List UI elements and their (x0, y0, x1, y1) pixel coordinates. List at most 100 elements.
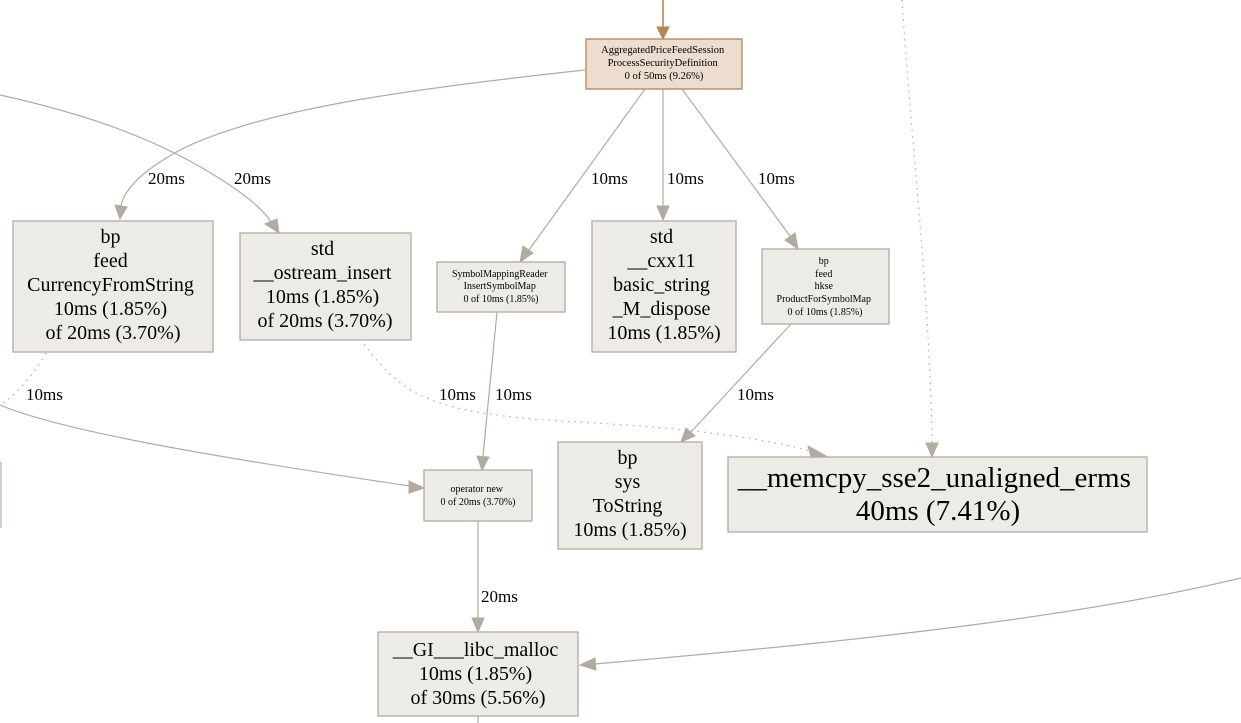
edge-aggregated-symbolmap (528, 88, 646, 251)
edge-label-aggregated-product: 10ms (758, 169, 795, 188)
edge-top-memcpy (901, 0, 933, 444)
node-memcpy-box (727, 456, 1148, 533)
edge-left-ostream (0, 94, 272, 223)
edge-ostream-memcpy (363, 343, 811, 452)
node-label-line: ToString (593, 495, 663, 517)
node-label-line: InsertSymbolMap (464, 281, 536, 292)
edge-label-symbolmap-opnew: 10ms (495, 385, 532, 404)
node-aggregated-box (585, 38, 743, 90)
svg-text:bp feed hkse: bp feed hkse ProductForSymbolMap 0 of 10… (777, 256, 874, 318)
arrowhead (114, 204, 128, 221)
node-tostring[interactable]: bp sys ToString 10ms (1.85%) (557, 441, 703, 550)
node-symbolmap[interactable]: SymbolMappingReader InsertSymbolMap 0 of… (436, 261, 566, 313)
edge-label-left-ostream: 20ms (234, 169, 271, 188)
edge-aggregated-product (681, 88, 791, 237)
node-label-line: feed (815, 269, 832, 280)
node-tostring-box (557, 441, 703, 550)
node-malloc[interactable]: __GI___libc_malloc 10ms (1.85%) of 30ms … (377, 631, 579, 717)
edge-label-aggregated-symbolmap: 10ms (591, 169, 628, 188)
node-label-line: of 20ms (3.70%) (258, 310, 393, 332)
edge-right-malloc (593, 577, 1241, 665)
edge-label-currency-out: 10ms (26, 385, 63, 404)
node-label-line: bp (618, 447, 638, 469)
arrowhead (784, 232, 799, 251)
node-currency[interactable]: bp feed CurrencyFromString 10ms (1.85%) … (12, 220, 214, 353)
node-label-line: 10ms (1.85%) (419, 663, 532, 685)
node-label-line: 10ms (1.85%) (573, 519, 686, 541)
node-label-line: 10ms (1.85%) (54, 298, 167, 320)
svg-text:bp sys ToString: bp sys ToString 10ms (1.85%) (573, 447, 686, 541)
node-cxx11[interactable]: std __cxx11 basic_string _M_dispose 10ms… (591, 220, 737, 353)
svg-text:bp feed CurrencyFr: bp feed CurrencyFromString 10ms (1.85%) … (27, 226, 199, 344)
arrowhead (656, 205, 670, 222)
node-label-line: CurrencyFromString (27, 274, 194, 296)
node-opnew-box (423, 469, 533, 522)
arrowhead (925, 442, 939, 459)
node-label-line: SymbolMappingReader (452, 269, 548, 280)
node-label-line: hkse (815, 281, 834, 292)
edge-symbolmap-opnew (482, 311, 498, 457)
node-label-line: __ostream_insert (253, 262, 392, 284)
edge-currency-out (0, 352, 47, 406)
node-label-line: basic_string (613, 274, 710, 296)
node-label-line: bp (819, 256, 829, 267)
svg-text:operator new 0 of 20ms (: operator new 0 of 20ms (3.70%) (441, 484, 516, 508)
node-product-box (761, 248, 890, 325)
node-label-line: feed (93, 250, 127, 272)
node-label-line: 0 of 20ms (3.70%) (441, 497, 516, 508)
node-ostream[interactable]: std __ostream_insert 10ms (1.85%) of 20m… (239, 232, 412, 341)
svg-text:SymbolMappingReader Inse: SymbolMappingReader InsertSymbolMap 0 of… (452, 269, 550, 305)
node-label-line: __cxx11 (626, 250, 695, 272)
node-label-line: __GI___libc_malloc (392, 639, 559, 661)
edge-label-aggregated-currency: 20ms (148, 169, 185, 188)
node-label-line: _M_dispose (612, 298, 711, 320)
node-aggregated[interactable]: AggregatedPriceFeedSession ProcessSecuri… (585, 38, 743, 90)
edge-left-opnew (0, 404, 411, 487)
arrowhead (408, 480, 426, 494)
svg-text:std __cxx11 basic_: std __cxx11 basic_string _M_dispose 10ms… (607, 226, 720, 344)
edge-aggregated-currency (120, 69, 586, 207)
svg-text:std __ostream_insert: std __ostream_insert 10ms (1.85%) of 20m… (253, 238, 397, 332)
node-label-line: 0 of 50ms (9.26%) (625, 71, 704, 82)
node-label-line: 40ms (7.41%) (856, 495, 1020, 527)
edge-label-aggregated-cxx11: 10ms (667, 169, 704, 188)
node-currency-box (12, 220, 214, 353)
node-label-line: sys (615, 471, 641, 493)
edge-label-product-tostring: 10ms (737, 385, 774, 404)
node-malloc-box (377, 631, 579, 717)
edge-label-opnew-malloc: 20ms (481, 587, 518, 606)
svg-text:__GI___libc_malloc 10ms: __GI___libc_malloc 10ms (1.85%) of 30ms … (392, 639, 564, 709)
node-ostream-box (239, 232, 412, 341)
edge-product-tostring (690, 323, 792, 433)
arrowhead (807, 444, 828, 458)
node-label-line: 10ms (1.85%) (266, 286, 379, 308)
node-label-line: __memcpy_sse2_unaligned_erms (737, 462, 1131, 494)
node-memcpy[interactable]: __memcpy_sse2_unaligned_erms 40ms (7.41%… (727, 456, 1148, 533)
arrowhead (578, 657, 597, 671)
node-label-line: 0 of 10ms (1.85%) (464, 294, 539, 305)
node-label-line: operator new (451, 484, 504, 495)
arrowhead (263, 218, 280, 235)
edge-labels: 20ms 20ms 10ms 10ms 10ms 10ms 10ms 10ms … (26, 169, 795, 606)
arrowhead (519, 245, 534, 264)
svg-text:__memcpy_sse2_unaligned_erms: __memcpy_sse2_unaligned_erms 40ms (7.41%… (737, 462, 1138, 527)
arrowhead (476, 455, 490, 472)
node-label-line: std (311, 238, 334, 260)
node-opnew[interactable]: operator new 0 of 20ms (3.70%) (423, 469, 533, 522)
node-label-line: 0 of 10ms (1.85%) (788, 307, 863, 318)
node-label-line: of 20ms (3.70%) (46, 322, 181, 344)
node-label-line: AggregatedPriceFeedSession (601, 45, 725, 56)
arrowhead (680, 427, 696, 443)
edge-label-ostream-memcpy: 10ms (439, 385, 476, 404)
node-label-line: bp (101, 226, 121, 248)
node-label-line: of 30ms (5.56%) (411, 687, 546, 709)
svg-text:AggregatedPriceFeedSession: AggregatedPriceFeedSession ProcessSecuri… (601, 45, 727, 82)
arrowhead (656, 26, 670, 41)
node-symbolmap-box (436, 261, 566, 313)
node-label-line: std (650, 226, 673, 248)
node-label-line: ProductForSymbolMap (777, 294, 871, 305)
node-label-line: 10ms (1.85%) (607, 322, 720, 344)
arrowhead (471, 617, 485, 634)
node-product[interactable]: bp feed hkse ProductForSymbolMap 0 of 10… (761, 248, 890, 325)
